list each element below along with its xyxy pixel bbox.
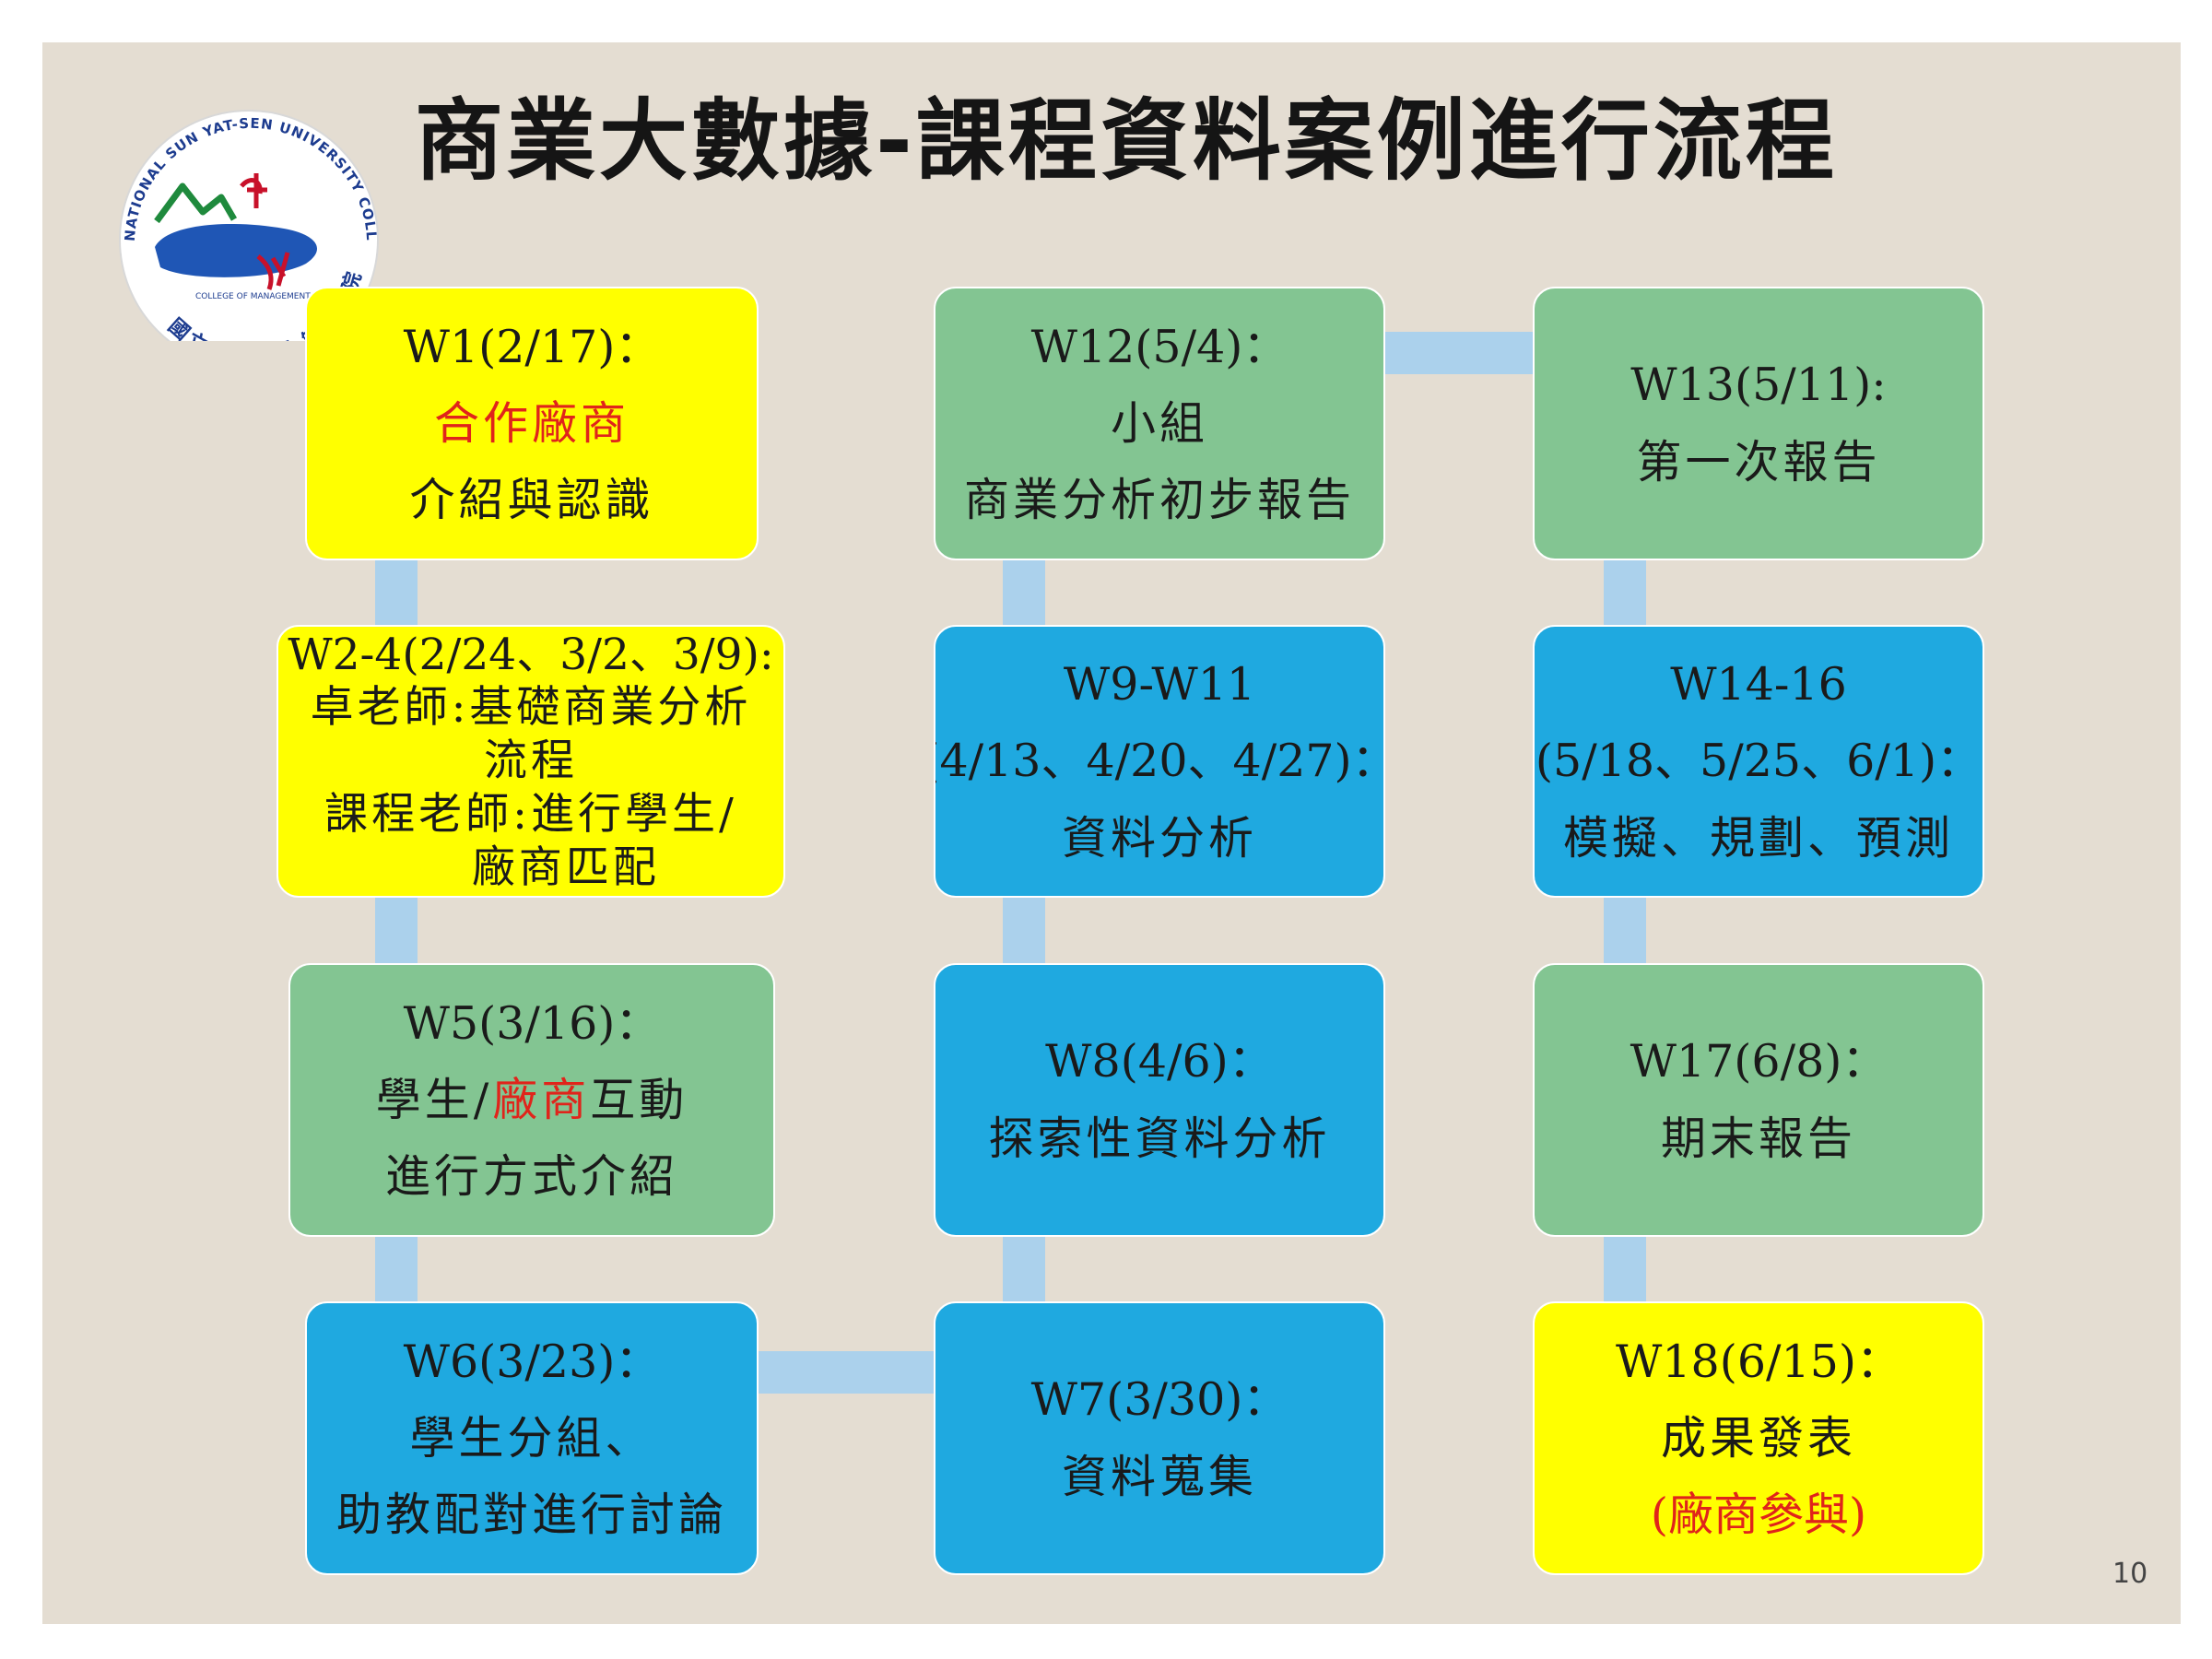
step-text: 介紹與認識	[409, 474, 654, 527]
step-text-line: W7(3/30)：	[1031, 1361, 1288, 1438]
step-text-line: W9-W11	[1064, 646, 1255, 723]
step-text: (5/18、5/25、6/1)：	[1535, 735, 1983, 788]
step-text-line: W14-16	[1670, 646, 1847, 723]
step-text-line: 模擬、規劃、預測	[1563, 800, 1954, 877]
step-text-line: 商業分析初步報告	[964, 462, 1355, 538]
page-number: 10	[2112, 1558, 2148, 1590]
step-box-w1: W1(2/17)： 合作廠商介紹與認識	[305, 287, 759, 560]
connector-w5-w6	[375, 1235, 418, 1304]
step-text-line: (4/13、4/20、4/27)：	[934, 723, 1385, 799]
step-text: W13(5/11):	[1630, 359, 1887, 412]
step-text-line: 合作廠商	[434, 385, 629, 462]
step-text-line: 成果發表	[1661, 1400, 1856, 1477]
step-text-line: 期末報告	[1661, 1100, 1856, 1177]
step-text-line: 流程	[484, 735, 578, 788]
step-text: 模擬、規劃、預測	[1562, 811, 1954, 865]
step-text-line: 學生/廠商互動	[376, 1062, 688, 1138]
step-text: W12(5/4)：	[1030, 320, 1288, 373]
step-text: 課程老師:進行學生/	[324, 788, 737, 840]
highlight-text: 廠商	[492, 1073, 591, 1126]
step-box-w13: W13(5/11): 第一次報告	[1533, 287, 1984, 560]
step-text-line: 進行方式介紹	[385, 1138, 678, 1215]
step-text-line: (廠商參與)	[1651, 1477, 1866, 1553]
step-text: W17(6/8)：	[1630, 1035, 1888, 1088]
step-box-w12: W12(5/4)： 小組商業分析初步報告	[934, 287, 1385, 560]
step-text: W5(3/16)：	[403, 996, 661, 1050]
step-text: 期末報告	[1660, 1112, 1856, 1165]
step-text: W8(4/6)：	[1045, 1035, 1274, 1088]
page-title: 商業大數據-課程資料案例進行流程	[415, 89, 1838, 193]
step-box-w8: W8(4/6)： 探索性資料分析	[934, 963, 1385, 1237]
step-text-line: W13(5/11):	[1630, 347, 1887, 423]
connector-w2-w5	[375, 896, 418, 966]
step-text-line: 第一次報告	[1636, 424, 1880, 500]
step-text-line: 介紹與認識	[409, 462, 653, 538]
step-text: 助教配對進行討論	[335, 1488, 727, 1542]
step-text: 第一次報告	[1636, 435, 1881, 488]
logo-inner-text: COLLEGE OF MANAGEMENT	[195, 292, 311, 301]
step-text: W6(3/23)：	[403, 1335, 661, 1388]
step-text: 流程	[484, 735, 578, 787]
connector-w13-w14	[1604, 559, 1646, 628]
highlight-text: 合作廠商	[433, 396, 629, 450]
step-text: W2-4(2/24、3/2、3/9):	[288, 629, 774, 680]
connector-w12-w13	[1383, 332, 1535, 374]
highlight-text: (廠商參與)	[1650, 1488, 1867, 1542]
step-text-line: 課程老師:進行學生/	[324, 788, 737, 841]
step-text-line: 卓老師:基礎商業分析	[311, 681, 752, 735]
step-text-line: W8(4/6)：	[1045, 1023, 1274, 1100]
step-text: 成果發表	[1660, 1411, 1856, 1465]
step-text: 學生/	[375, 1073, 493, 1126]
step-text-line: W12(5/4)：	[1031, 309, 1288, 385]
step-text: 廠商匹配	[402, 841, 660, 893]
step-text: W9-W11	[1063, 658, 1256, 712]
step-text-line: W6(3/23)：	[404, 1324, 661, 1400]
step-text: 探索性資料分析	[988, 1112, 1331, 1165]
step-text-line: 探索性資料分析	[988, 1100, 1330, 1177]
step-text: 進行方式介紹	[384, 1150, 678, 1204]
connector-w7-w8	[1003, 1235, 1045, 1304]
step-box-w7: W7(3/30)： 資料蒐集	[934, 1301, 1385, 1575]
connector-w17-w18	[1604, 1235, 1646, 1304]
step-text-line: (5/18、5/25、6/1)：	[1535, 723, 1982, 799]
step-text: W14-16	[1670, 658, 1847, 712]
step-text-line: W18(6/15)：	[1616, 1324, 1901, 1400]
step-box-w2-4: W2-4(2/24、3/2、3/9):卓老師:基礎商業分析流程課程老師:進行學生…	[276, 625, 785, 898]
step-box-w14-16: W14-16 (5/18、5/25、6/1)： 模擬、規劃、預測	[1533, 625, 1984, 898]
step-text-line: W5(3/16)：	[404, 985, 661, 1062]
step-text-line: W2-4(2/24、3/2、3/9):	[288, 629, 773, 682]
step-text: W7(3/30)：	[1030, 1373, 1288, 1427]
connector-w8-w9	[1003, 896, 1045, 966]
step-text-line: 廠商匹配	[402, 841, 660, 895]
step-text: 資料分析	[1061, 811, 1257, 865]
step-text: 資料蒐集	[1061, 1450, 1257, 1503]
step-text-line: 資料分析	[1062, 800, 1257, 877]
step-box-w6: W6(3/23)： 學生分組、助教配對進行討論	[305, 1301, 759, 1575]
step-text: 學生分組、	[409, 1411, 654, 1465]
step-text-line: 學生分組、	[409, 1400, 653, 1477]
step-text-line: W17(6/8)：	[1630, 1023, 1888, 1100]
step-text-line: 小組	[1111, 385, 1208, 462]
step-text: W1(2/17)：	[403, 320, 661, 373]
step-box-w18: W18(6/15)： 成果發表 (廠商參與)	[1533, 1301, 1984, 1575]
step-text: 卓老師:基礎商業分析	[310, 682, 752, 734]
step-text: 互動	[590, 1073, 688, 1126]
step-text: 商業分析初步報告	[963, 474, 1355, 527]
step-box-w9-11: W9-W11 (4/13、4/20、4/27)： 資料分析	[934, 625, 1385, 898]
step-box-w5: W5(3/16)： 學生/廠商互動進行方式介紹	[288, 963, 775, 1237]
step-text-line: 助教配對進行討論	[336, 1477, 727, 1553]
step-text: (4/13、4/20、4/27)：	[934, 735, 1385, 788]
step-text-line: 資料蒐集	[1062, 1439, 1257, 1515]
connector-w9-w12	[1003, 559, 1045, 628]
step-text: 小組	[1110, 396, 1208, 450]
connector-w1-w2	[375, 559, 418, 628]
step-text-line: W1(2/17)：	[404, 309, 661, 385]
step-box-w17: W17(6/8)： 期末報告	[1533, 963, 1984, 1237]
connector-w6-w7	[757, 1351, 936, 1394]
step-text: W18(6/15)：	[1616, 1335, 1901, 1388]
connector-w14-w17	[1604, 896, 1646, 966]
